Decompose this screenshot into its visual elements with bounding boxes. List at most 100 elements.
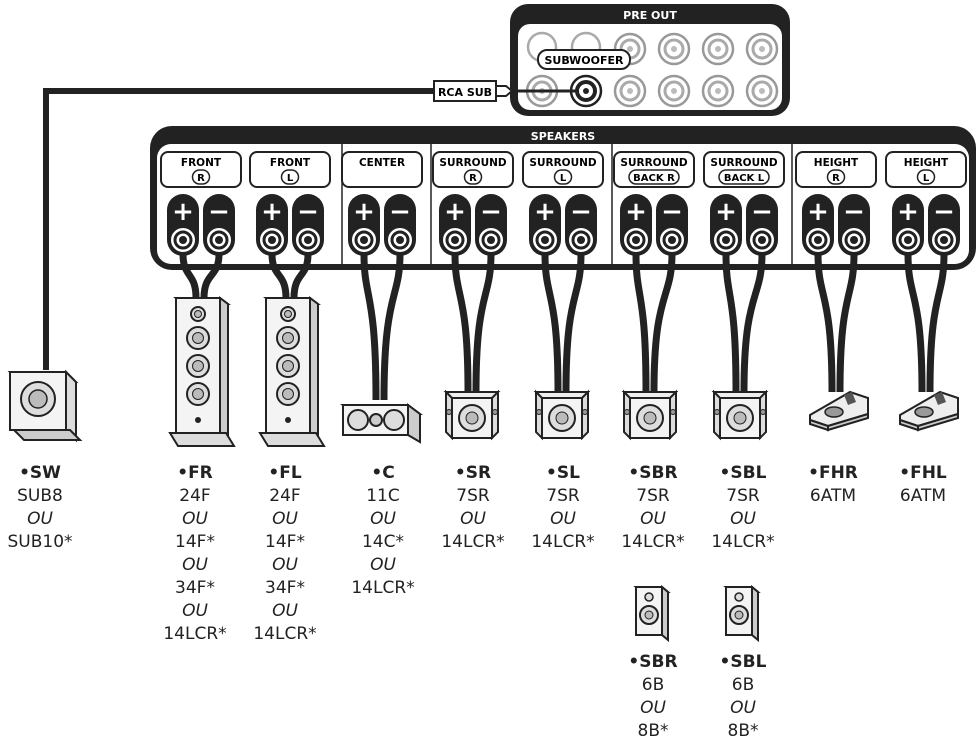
surround-back-left-icon xyxy=(711,389,769,441)
terminal-group-title: SURROUND xyxy=(710,157,777,169)
model-name: 7SR xyxy=(726,486,760,506)
terminal-minus: − xyxy=(292,194,324,256)
alternative-separator: OU xyxy=(27,509,53,529)
model-name: 8B* xyxy=(727,721,759,741)
speaker-wire xyxy=(814,253,836,393)
terminal-plus: + xyxy=(620,194,652,256)
terminal-group-title: CENTER xyxy=(359,157,405,169)
height-left-icon xyxy=(899,390,959,432)
speaker-wire xyxy=(179,253,200,299)
surround-left-icon xyxy=(533,389,591,441)
terminal-group-title: SURROUND xyxy=(620,157,687,169)
terminal-group-side: R xyxy=(197,173,205,184)
terminal-minus: − xyxy=(475,194,507,256)
terminal-minus: − xyxy=(565,194,597,256)
terminal-group-side: BACK L xyxy=(724,173,765,184)
model-name: 34F* xyxy=(175,578,215,598)
terminal-minus: − xyxy=(928,194,960,256)
speakers-title: SPEAKERS xyxy=(531,130,596,143)
model-name: 6B xyxy=(641,675,665,695)
rca-jack xyxy=(701,74,735,108)
speaker-wire xyxy=(360,253,380,401)
alternative-separator: OU xyxy=(640,698,666,718)
minus-sign: − xyxy=(480,197,502,227)
speaker-wire xyxy=(290,253,312,299)
speaker-wire xyxy=(836,253,858,393)
plus-sign: + xyxy=(534,197,556,227)
speaker-label-name: •SL xyxy=(546,463,580,483)
alternative-separator: OU xyxy=(182,555,208,575)
model-name: 6ATM xyxy=(899,486,947,506)
speakers-panel: SPEAKERS FRONTR+−FRONTL+−CENTER+−SURROUN… xyxy=(150,126,976,270)
speaker-wire xyxy=(740,253,766,393)
model-name: 14F* xyxy=(265,532,305,552)
minus-sign: − xyxy=(751,197,773,227)
rca-sub-label: RCA SUB xyxy=(438,86,492,99)
plus-sign: + xyxy=(897,197,919,227)
terminal-group-title: HEIGHT xyxy=(814,157,859,169)
terminal-plus: + xyxy=(529,194,561,256)
speaker-label-name: •SBR xyxy=(628,652,678,672)
terminal-group-side: L xyxy=(287,173,294,184)
speaker-wire xyxy=(380,253,404,401)
model-name: 11C xyxy=(366,486,400,506)
terminal-group-side: R xyxy=(832,173,840,184)
model-name: 24F xyxy=(269,486,301,506)
alternative-separator: OU xyxy=(370,555,396,575)
model-name: 14LCR* xyxy=(621,532,685,552)
plus-sign: + xyxy=(715,197,737,227)
model-name: SUB10* xyxy=(7,532,73,552)
terminal-group-side: L xyxy=(923,173,930,184)
speaker-wires xyxy=(179,253,948,401)
terminal-plus: + xyxy=(439,194,471,256)
minus-sign: − xyxy=(570,197,592,227)
alternative-separator: OU xyxy=(272,555,298,575)
bookshelf-back-right-icon xyxy=(633,584,671,643)
plus-sign: + xyxy=(261,197,283,227)
terminal-plus: + xyxy=(710,194,742,256)
model-name: 14LCR* xyxy=(531,532,595,552)
speaker-label-name: •C xyxy=(371,463,395,483)
plus-sign: + xyxy=(353,197,375,227)
center-speaker-icon xyxy=(340,403,423,444)
alternative-separator: OU xyxy=(272,509,298,529)
speaker-wire xyxy=(200,253,223,299)
alternative-separator: OU xyxy=(730,698,756,718)
terminal-plus: + xyxy=(167,194,199,256)
model-name: 6ATM xyxy=(809,486,857,506)
alternative-separator: OU xyxy=(272,601,298,621)
subwoofer-label: SUBWOOFER xyxy=(545,54,625,67)
terminal-group-title: SURROUND xyxy=(529,157,596,169)
model-name: 7SR xyxy=(546,486,580,506)
terminal-group-side: R xyxy=(469,173,477,184)
model-name: 6B xyxy=(731,675,755,695)
speaker-label-name: •SW xyxy=(19,463,61,483)
minus-sign: − xyxy=(389,197,411,227)
subwoofer-jack xyxy=(569,74,603,108)
model-name: 8B* xyxy=(637,721,669,741)
speaker-label-name: •SBL xyxy=(719,463,767,483)
terminal-groups: FRONTR+−FRONTL+−CENTER+−SURROUNDR+−SURRO… xyxy=(160,144,967,264)
speaker-label-name: •SR xyxy=(454,463,492,483)
model-name: 14LCR* xyxy=(711,532,775,552)
model-name: 14LCR* xyxy=(253,624,317,644)
front-right-tower-icon xyxy=(168,296,236,447)
terminal-minus: − xyxy=(656,194,688,256)
speaker-label-name: •SBL xyxy=(719,652,767,672)
rca-jack xyxy=(745,74,779,108)
plus-sign: + xyxy=(807,197,829,227)
terminal-group-title: FRONT xyxy=(270,157,311,169)
minus-sign: − xyxy=(661,197,683,227)
